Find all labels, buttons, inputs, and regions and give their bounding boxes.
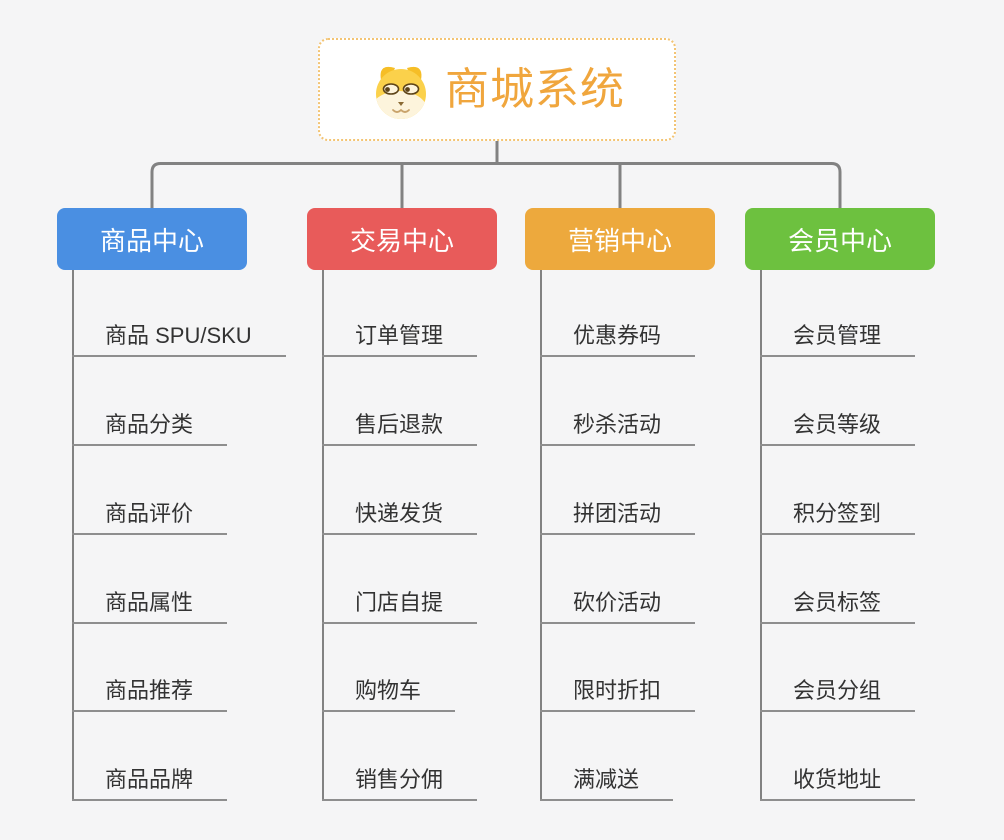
root-topic-mall-system[interactable]: 商城系统: [318, 38, 676, 141]
topic-node[interactable]: 会员标签: [760, 588, 916, 624]
topic-node[interactable]: 砍价活动: [540, 588, 696, 624]
topic-node[interactable]: 限时折扣: [540, 676, 696, 712]
branch-connector-line: [540, 270, 542, 801]
doge-dog-icon: [369, 59, 433, 121]
topic-node[interactable]: 商品评价: [72, 499, 228, 535]
topic-node[interactable]: 会员等级: [760, 410, 916, 446]
topic-node[interactable]: 商品属性: [72, 588, 228, 624]
branch-header-member-center[interactable]: 会员中心: [745, 208, 935, 270]
topic-node[interactable]: 优惠券码: [540, 321, 696, 357]
branch-connector-line: [322, 270, 324, 801]
branch-connector-line: [760, 270, 762, 801]
topic-node[interactable]: 商品分类: [72, 410, 228, 446]
topic-node[interactable]: 拼团活动: [540, 499, 696, 535]
topic-node[interactable]: 秒杀活动: [540, 410, 696, 446]
branch-header-product-center[interactable]: 商品中心: [57, 208, 247, 270]
topic-node[interactable]: 售后退款: [322, 410, 478, 446]
branch-connector-line: [72, 270, 74, 801]
topic-node[interactable]: 会员管理: [760, 321, 916, 357]
topic-node[interactable]: 订单管理: [322, 321, 478, 357]
topic-node[interactable]: 购物车: [322, 676, 456, 712]
root-topic-title: 商城系统: [445, 64, 625, 114]
topic-node[interactable]: 收货地址: [760, 765, 916, 801]
branch-header-marketing-center[interactable]: 营销中心: [525, 208, 715, 270]
topic-node[interactable]: 会员分组: [760, 676, 916, 712]
topic-node[interactable]: 商品 SPU/SKU: [72, 321, 286, 357]
topic-node[interactable]: 商品推荐: [72, 676, 228, 712]
topic-node[interactable]: 快递发货: [322, 499, 478, 535]
topic-node[interactable]: 门店自提: [322, 588, 478, 624]
topic-node[interactable]: 商品品牌: [72, 765, 228, 801]
topic-node[interactable]: 积分签到: [760, 499, 916, 535]
branch-header-trade-center[interactable]: 交易中心: [307, 208, 497, 270]
topic-node[interactable]: 满减送: [540, 765, 674, 801]
topic-node[interactable]: 销售分佣: [322, 765, 478, 801]
